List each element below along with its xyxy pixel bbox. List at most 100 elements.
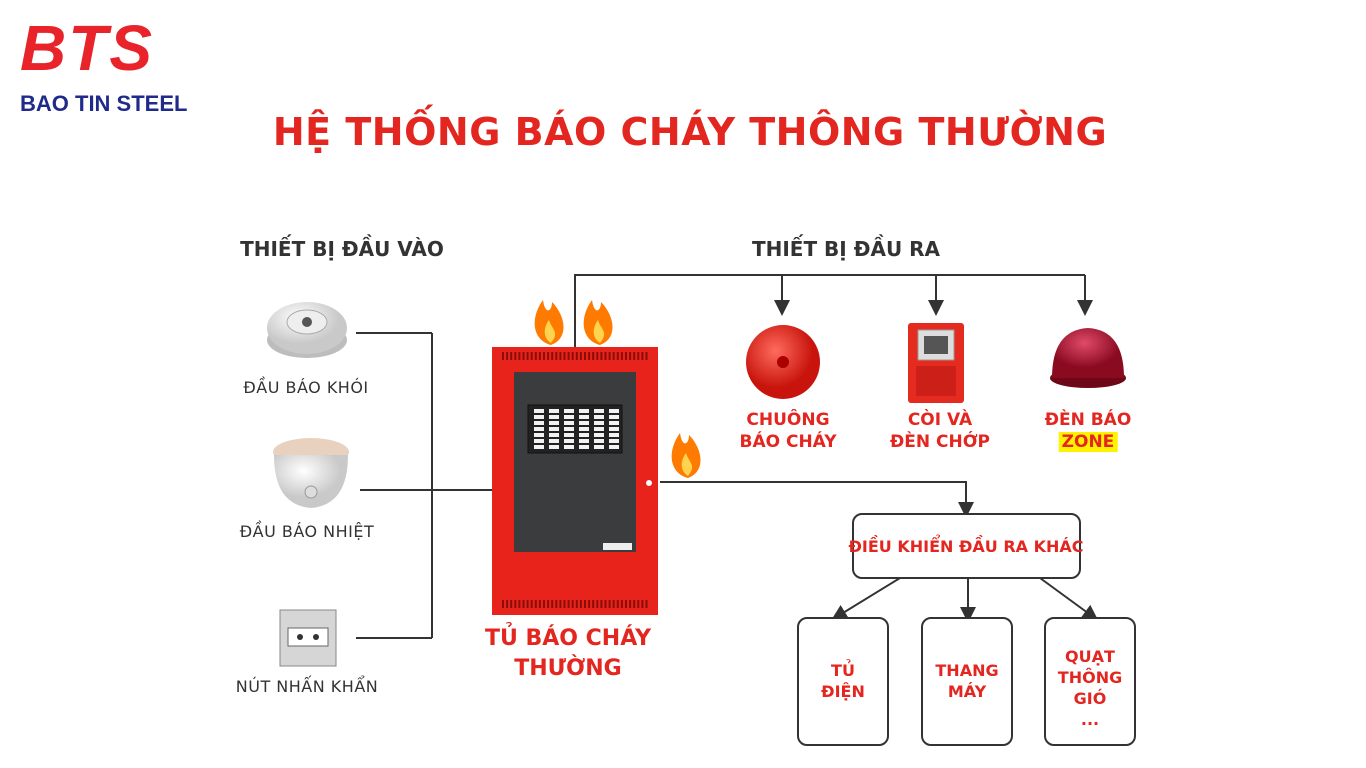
heat-detector-icon xyxy=(273,438,349,508)
bell-label-line2: BÁO CHÁY xyxy=(739,432,837,452)
vent-slot xyxy=(612,352,615,360)
vent-slot xyxy=(534,600,537,608)
vent-slot xyxy=(637,600,640,608)
vent-slot xyxy=(571,352,574,360)
led-indicator xyxy=(534,427,544,431)
vent-slot xyxy=(518,600,521,608)
vent-slot xyxy=(633,352,636,360)
led-indicator xyxy=(564,409,574,413)
vent-slot xyxy=(551,600,554,608)
manual-call-point-label: NÚT NHẤN KHẨN xyxy=(235,677,379,696)
flame-icon xyxy=(671,433,701,478)
vent-slot xyxy=(608,352,611,360)
led-indicator xyxy=(534,421,544,425)
led-indicator xyxy=(594,421,604,425)
led-indicator xyxy=(609,433,619,437)
control-item-box xyxy=(921,617,1013,746)
vent-slot xyxy=(547,600,550,608)
vent-slot xyxy=(522,600,525,608)
led-indicator xyxy=(609,445,619,449)
vent-slot xyxy=(592,352,595,360)
panel-label-line1: TỦ BÁO CHÁY xyxy=(484,626,652,651)
vent-slot xyxy=(538,600,541,608)
logo-mark: BTS xyxy=(20,12,154,84)
vent-slot xyxy=(600,600,603,608)
led-indicator xyxy=(579,409,589,413)
led-indicator xyxy=(534,433,544,437)
led-indicator xyxy=(564,439,574,443)
led-indicator xyxy=(579,439,589,443)
vent-slot xyxy=(559,600,562,608)
input-wiring xyxy=(356,332,492,639)
led-indicator xyxy=(549,439,559,443)
zone-beacon-icon xyxy=(1050,328,1126,388)
vent-slot xyxy=(510,600,513,608)
led-indicator xyxy=(534,439,544,443)
led-indicator xyxy=(579,427,589,431)
vent-slot xyxy=(584,600,586,608)
beacon-label-line1: ĐÈN BÁO xyxy=(1044,410,1132,430)
vent-slot xyxy=(563,352,566,360)
led-indicator xyxy=(534,409,544,413)
inputs-heading: THIẾT BỊ ĐẦU VÀO xyxy=(240,237,444,261)
vent-slot xyxy=(551,352,554,360)
flame-icon xyxy=(583,300,613,345)
led-indicator xyxy=(564,433,574,437)
vent-slot xyxy=(616,600,619,608)
outputs-heading: THIẾT BỊ ĐẦU RA xyxy=(751,237,941,261)
vent-slot xyxy=(571,600,574,608)
led-indicator xyxy=(609,409,619,413)
led-indicator xyxy=(579,415,589,419)
led-indicator xyxy=(564,421,574,425)
led-indicator xyxy=(594,439,604,443)
led-indicator xyxy=(609,439,619,443)
horn-strobe-icon xyxy=(908,323,964,403)
vent-slot xyxy=(633,600,636,608)
vent-slot xyxy=(579,352,582,360)
led-indicator xyxy=(594,409,604,413)
vent-slot xyxy=(612,600,615,608)
led-indicator xyxy=(564,427,574,431)
vent-slot xyxy=(641,352,644,360)
vent-slot xyxy=(620,600,623,608)
page-title: HỆ THỐNG BÁO CHÁY THÔNG THƯỜNG xyxy=(272,110,1108,154)
vent-slot xyxy=(555,352,558,360)
heat-detector-label: ĐẦU BÁO NHIỆT xyxy=(239,522,375,541)
vent-slot xyxy=(506,600,509,608)
vent-slot xyxy=(567,352,570,360)
vent-slot xyxy=(575,352,578,360)
control-label: ĐIỀU KHIỂN ĐẦU RA KHÁC xyxy=(848,537,1084,556)
vent-slot xyxy=(629,352,632,360)
led-indicator xyxy=(609,415,619,419)
vent-slot xyxy=(538,352,541,360)
control-item-line: TỦ xyxy=(831,661,855,680)
svg-text:BTS: BTS xyxy=(20,12,154,84)
control-item-elevator: THANG MÁY xyxy=(935,660,998,702)
zone-highlight: ZONE xyxy=(1058,432,1118,452)
fire-bell-icon xyxy=(746,325,820,399)
vent-slot xyxy=(579,600,582,608)
horn-label-line2: ĐÈN CHỚP xyxy=(889,432,991,452)
vent-slot xyxy=(530,352,533,360)
led-indicator xyxy=(594,415,604,419)
led-indicator xyxy=(549,409,559,413)
control-item-line: THÔNG xyxy=(1057,668,1123,687)
control-item-line: ... xyxy=(1080,710,1100,729)
led-indicator xyxy=(549,421,559,425)
led-indicator xyxy=(594,433,604,437)
bell-label: CHUÔNG BÁO CHÁY xyxy=(739,409,836,453)
vent-slot xyxy=(625,600,627,608)
smoke-detector-icon xyxy=(267,302,347,358)
vent-slot xyxy=(575,600,578,608)
led-indicator xyxy=(549,427,559,431)
control-item-line: ĐIỆN xyxy=(821,682,865,701)
control-item-box xyxy=(797,617,889,746)
vent-slot xyxy=(547,352,550,360)
smoke-detector-label: ĐẦU BÁO KHÓI xyxy=(243,378,369,397)
led-indicator xyxy=(564,445,574,449)
vent-slot xyxy=(510,352,513,360)
horn-label: CÒI VÀ ĐÈN CHỚP xyxy=(890,409,990,453)
vent-slot xyxy=(596,352,599,360)
led-indicator xyxy=(534,445,544,449)
vent-slot xyxy=(506,352,509,360)
